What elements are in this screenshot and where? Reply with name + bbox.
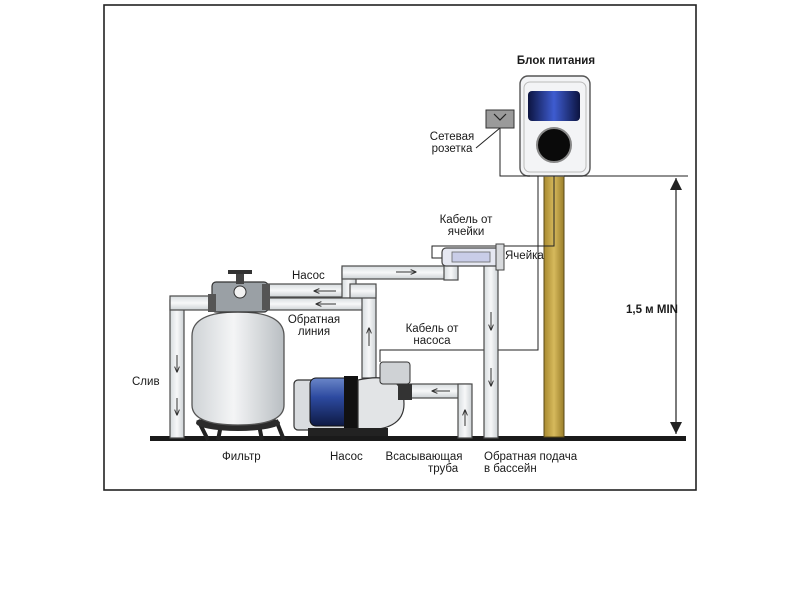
drain-pipe-top xyxy=(169,295,215,311)
return-line-label-line2: линия xyxy=(297,326,331,338)
cell-cable-label-line2: ячейки xyxy=(447,226,485,238)
power-unit-dial xyxy=(536,127,572,163)
suction-pipe-label: Всасывающая труба xyxy=(376,451,472,475)
pool-return-label: Обратная подача в бассейн xyxy=(484,451,577,475)
socket-label-line2: розетка xyxy=(431,143,473,155)
filter-tank xyxy=(191,270,286,441)
pump-label-bottom: Насос xyxy=(330,451,363,463)
socket-icon xyxy=(485,109,515,129)
cell-label: Ячейка xyxy=(505,250,544,262)
cell-cable-label: Кабель от ячейки xyxy=(430,214,502,238)
suction-pipe-label-line1: Всасывающая xyxy=(385,451,463,463)
cell-cable-label-line1: Кабель от xyxy=(439,214,493,226)
pump-outlet-top xyxy=(349,283,377,299)
socket-label-leader xyxy=(475,127,501,149)
ground-line xyxy=(150,436,686,441)
power-unit-label: Блок питания xyxy=(516,55,596,67)
pool-return-label-line1: Обратная подача xyxy=(484,451,578,463)
socket-label-line1: Сетевая xyxy=(429,131,475,143)
pipe-filter-to-cell xyxy=(259,283,353,298)
return-line-label: Обратная линия xyxy=(276,314,352,338)
pump-unit xyxy=(293,361,412,436)
power-unit-screen xyxy=(528,91,580,121)
cell-unit xyxy=(441,243,505,271)
pump-cable-label-line2: насоса xyxy=(413,335,451,347)
return-line-label-line1: Обратная xyxy=(287,314,341,326)
pump-cable xyxy=(379,176,539,362)
suction-pipe-label-line2: труба xyxy=(428,463,459,475)
filter-label: Фильтр xyxy=(222,451,261,463)
cell-cable xyxy=(431,176,555,259)
pool-return-pipe xyxy=(483,261,499,439)
power-unit xyxy=(519,75,591,177)
socket-cable xyxy=(499,128,530,177)
socket-label: Сетевая розетка xyxy=(420,131,484,155)
pump-cable-label-line1: Кабель от xyxy=(405,323,459,335)
height-dimension xyxy=(670,178,682,434)
pool-return-label-line2: в бассейн xyxy=(484,463,537,475)
pump-label-top: Насос xyxy=(292,270,325,282)
drain-label: Слив xyxy=(132,376,160,388)
height-label: 1,5 м MIN xyxy=(626,304,678,316)
pump-cable-label: Кабель от насоса xyxy=(394,323,470,347)
